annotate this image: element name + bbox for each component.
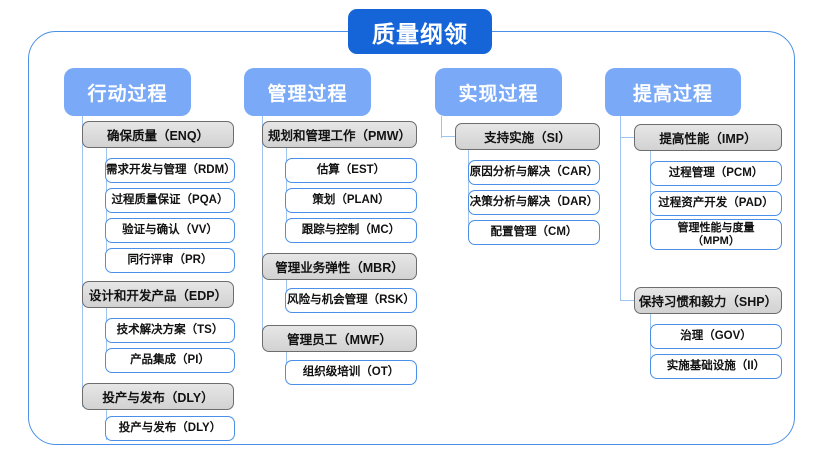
group-box-pmw[interactable]: 规划和管理工作（PMW） — [262, 121, 417, 148]
connector-spine-4 — [620, 116, 622, 301]
group-box-imp[interactable]: 提高性能（IMP） — [634, 124, 782, 151]
leaf-box-rsk[interactable]: 风险与机会管理（RSK） — [285, 288, 417, 313]
group-box-edp[interactable]: 设计和开发产品（EDP） — [82, 281, 234, 308]
leaf-box-dar[interactable]: 决策分析与解决（DAR） — [468, 190, 600, 215]
column-header-2[interactable]: 管理过程 — [244, 68, 371, 116]
connector-branch — [620, 137, 634, 139]
column-header-3[interactable]: 实现过程 — [435, 68, 562, 116]
connector-spine-2 — [262, 116, 264, 338]
leaf-box-vv[interactable]: 验证与确认（VV） — [105, 218, 235, 243]
connector-spine-3 — [441, 116, 443, 138]
leaf-box-mpm[interactable]: 管理性能与度量 （MPM） — [650, 219, 782, 250]
leaf-box-ii[interactable]: 实施基础设施（II） — [650, 354, 782, 379]
leaf-box-ts[interactable]: 技术解决方案（TS） — [105, 318, 235, 343]
leaf-box-car[interactable]: 原因分析与解决（CAR） — [468, 160, 600, 185]
leaf-box-gov[interactable]: 治理（GOV） — [650, 324, 782, 349]
group-box-dly[interactable]: 投产与发布（DLY） — [82, 383, 234, 410]
group-box-enq[interactable]: 确保质量（ENQ） — [82, 121, 234, 148]
leaf-box-pad[interactable]: 过程资产开发（PAD） — [650, 191, 782, 216]
leaf-box-mc[interactable]: 跟踪与控制（MC） — [285, 218, 417, 243]
diagram-title: 质量纲领 — [348, 9, 492, 54]
leaf-box-pi[interactable]: 产品集成（PI） — [105, 348, 235, 373]
leaf-box-plan[interactable]: 策划（PLAN） — [285, 188, 417, 213]
group-box-mbr[interactable]: 管理业务弹性（MBR） — [262, 253, 417, 280]
group-box-si[interactable]: 支持实施（SI） — [455, 123, 600, 150]
connector-branch — [620, 300, 634, 302]
leaf-box-pcm[interactable]: 过程管理（PCM） — [650, 161, 782, 186]
leaf-box-ot[interactable]: 组织级培训（OT） — [285, 360, 417, 385]
connector-spine-si — [468, 150, 470, 232]
column-header-1[interactable]: 行动过程 — [64, 68, 191, 116]
leaf-box-pr[interactable]: 同行评审（PR） — [105, 248, 235, 273]
leaf-box-rdm[interactable]: 需求开发与管理（RDM） — [105, 158, 236, 183]
group-box-shp[interactable]: 保持习惯和毅力（SHP） — [634, 287, 782, 314]
column-header-4[interactable]: 提高过程 — [605, 68, 741, 116]
connector-spine-1 — [82, 116, 84, 406]
leaf-box-dly[interactable]: 投产与发布（DLY） — [105, 416, 235, 441]
leaf-box-est[interactable]: 估算（EST） — [285, 158, 417, 183]
leaf-box-cm[interactable]: 配置管理（CM） — [468, 220, 600, 245]
leaf-box-pqa[interactable]: 过程质量保证（PQA） — [105, 188, 235, 213]
group-box-mwf[interactable]: 管理员工（MWF） — [262, 325, 417, 352]
connector-branch — [441, 136, 455, 138]
